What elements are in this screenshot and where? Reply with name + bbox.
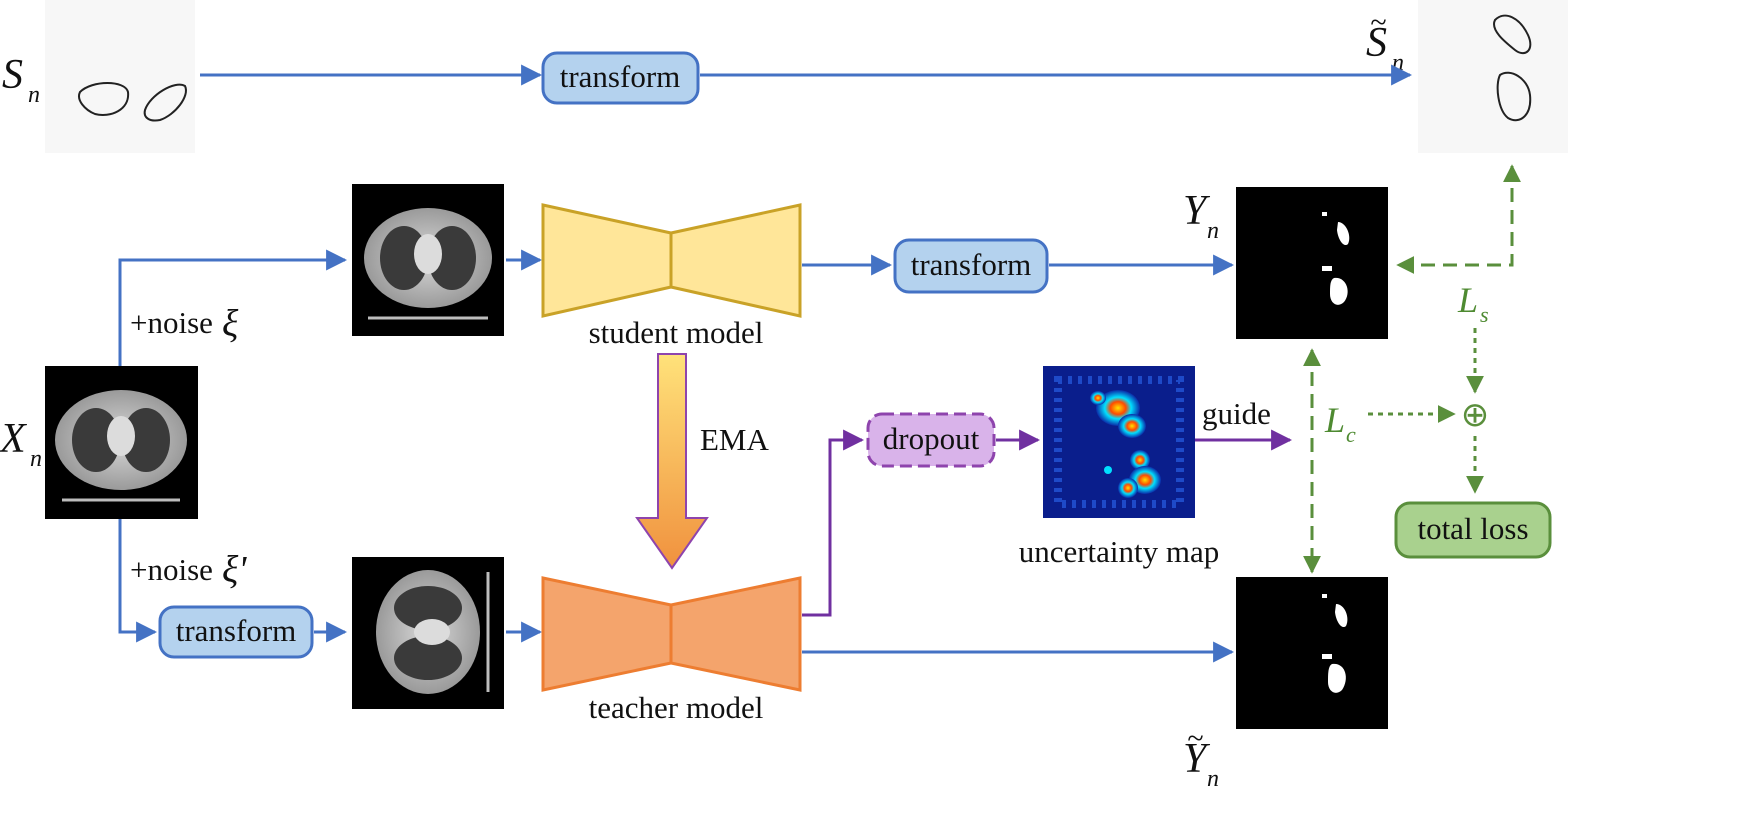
student-model-label: student model bbox=[589, 315, 764, 350]
svg-text:ξ: ξ bbox=[222, 303, 239, 345]
uncertainty-map-image bbox=[1043, 366, 1195, 518]
noise-teacher-label: +noise ξ' bbox=[130, 549, 247, 591]
uncertainty-map-label: uncertainty map bbox=[1019, 534, 1220, 569]
svg-text:Y: Y bbox=[1183, 736, 1211, 782]
transform-student-button[interactable]: transform bbox=[893, 238, 1049, 294]
svg-text:+noise: +noise bbox=[130, 552, 213, 587]
svg-text:dropout: dropout bbox=[883, 421, 980, 456]
svg-text:n: n bbox=[1207, 766, 1219, 792]
svg-text:n: n bbox=[28, 82, 40, 108]
noise-student-label: +noise ξ bbox=[130, 303, 239, 345]
svg-text:X: X bbox=[0, 416, 28, 462]
student-model-shape bbox=[541, 203, 802, 318]
transform-top-button[interactable]: transform bbox=[541, 51, 700, 105]
transformed-shape-contour-icon bbox=[1493, 14, 1532, 122]
student-ct-image bbox=[352, 184, 504, 336]
svg-text:n: n bbox=[30, 446, 42, 472]
l-c-symbol: L c bbox=[1324, 400, 1356, 447]
input-branch-lines bbox=[118, 249, 348, 643]
tilde-accent: ~ bbox=[1370, 6, 1386, 39]
svg-text:S: S bbox=[1366, 20, 1387, 66]
shape-loss-arrows bbox=[1396, 164, 1521, 274]
teacher-to-dropout-line bbox=[802, 429, 865, 617]
svg-text:c: c bbox=[1346, 422, 1356, 447]
shape-input-panel bbox=[45, 0, 195, 153]
s-n-tilde-symbol: S n ~ bbox=[1366, 6, 1404, 76]
transform-teacher-button[interactable]: transform bbox=[158, 605, 314, 659]
x-n-symbol: X n bbox=[0, 416, 42, 472]
shape-contour-icon bbox=[78, 82, 187, 122]
svg-text:transform: transform bbox=[911, 247, 1032, 282]
svg-text:n: n bbox=[1392, 50, 1404, 76]
svg-text:total loss: total loss bbox=[1417, 511, 1528, 546]
ema-label: EMA bbox=[700, 422, 770, 457]
s-n-symbol: S n bbox=[2, 52, 40, 108]
y-n-symbol: Y n bbox=[1183, 188, 1219, 244]
shape-output-panel bbox=[1418, 0, 1568, 153]
y-n-tilde-symbol: Y n ~ bbox=[1183, 722, 1219, 792]
svg-text:transform: transform bbox=[560, 59, 681, 94]
svg-text:ξ': ξ' bbox=[222, 549, 247, 591]
teacher-model-shape bbox=[541, 576, 802, 692]
sum-icon: ⊕ bbox=[1461, 395, 1490, 435]
loss-sum-arrows bbox=[1368, 328, 1484, 494]
student-mask-image bbox=[1236, 187, 1388, 339]
svg-text:Y: Y bbox=[1183, 188, 1211, 234]
svg-text:+noise: +noise bbox=[130, 305, 213, 340]
teacher-ct-image bbox=[352, 557, 504, 709]
teacher-model-label: teacher model bbox=[589, 690, 764, 725]
svg-text:L: L bbox=[1324, 400, 1345, 440]
tilde-accent: ~ bbox=[1187, 722, 1203, 755]
svg-text:L: L bbox=[1457, 280, 1478, 320]
teacher-mask-image bbox=[1236, 577, 1388, 729]
total-loss-box: total loss bbox=[1394, 501, 1552, 559]
ema-arrow bbox=[635, 353, 709, 570]
dropout-button[interactable]: dropout bbox=[866, 412, 996, 468]
l-s-symbol: L s bbox=[1457, 280, 1489, 327]
svg-text:s: s bbox=[1480, 302, 1489, 327]
svg-text:S: S bbox=[2, 52, 23, 98]
input-ct-image bbox=[45, 366, 198, 519]
guide-label: guide bbox=[1202, 396, 1271, 431]
svg-text:n: n bbox=[1207, 218, 1219, 244]
svg-text:transform: transform bbox=[176, 613, 297, 648]
